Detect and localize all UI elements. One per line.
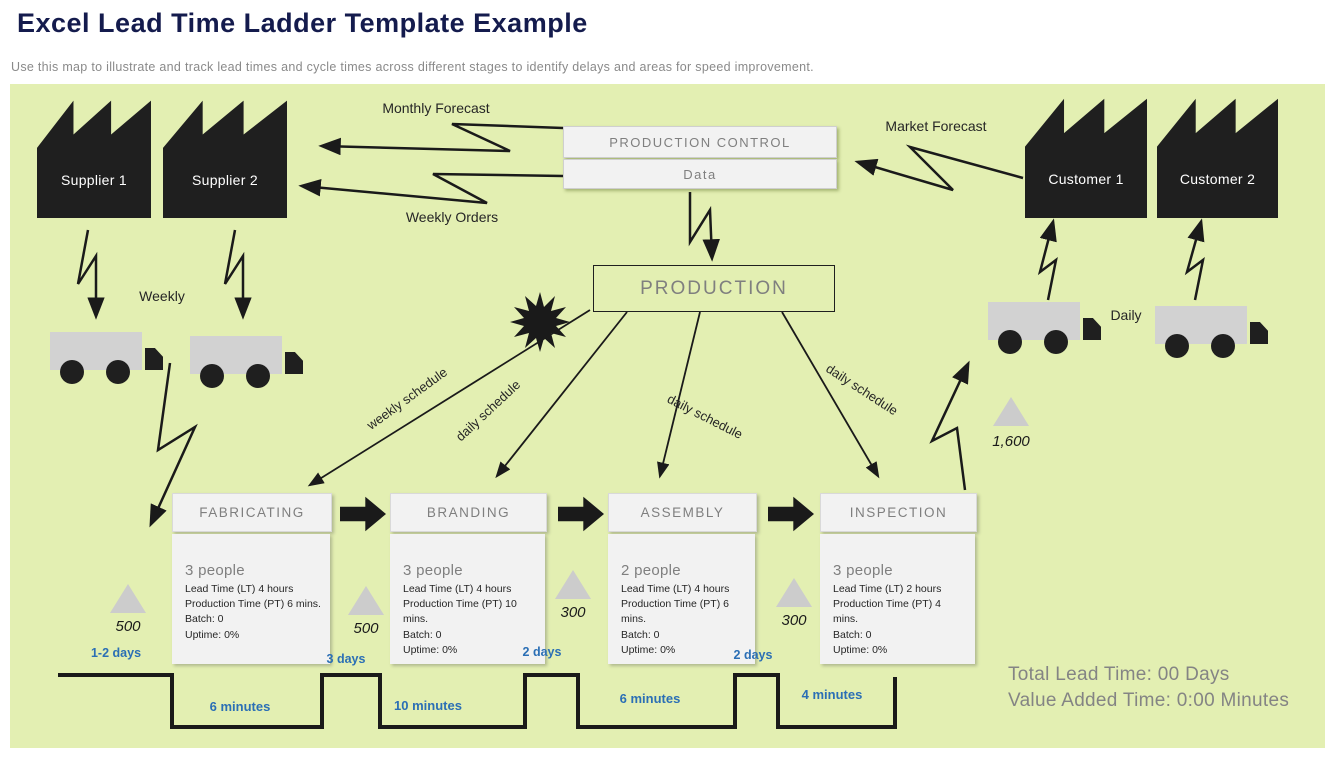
daily-shipment-label: Daily xyxy=(1110,307,1142,323)
monthly-forecast-arrow xyxy=(318,122,564,156)
daily-schedule-line-2 xyxy=(657,311,701,479)
truck-wheel xyxy=(1044,330,1068,354)
process-detail-branding: 3 people Lead Time (LT) 4 hours Producti… xyxy=(390,534,545,664)
supplier-truck-2-icon xyxy=(190,336,320,388)
process-uptime: Uptime: 0% xyxy=(185,628,240,641)
lead-time-label: 3 days xyxy=(326,652,366,666)
production-control-data-box: Data xyxy=(563,159,837,189)
truck-wheel xyxy=(246,364,270,388)
process-name: FABRICATING xyxy=(199,505,305,520)
process-uptime: Uptime: 0% xyxy=(403,643,458,656)
process-lead-time: Lead Time (LT) 2 hours xyxy=(833,583,942,595)
lead-time-label: 2 days xyxy=(733,648,773,662)
process-detail-fabricating: 3 people Lead Time (LT) 4 hours Producti… xyxy=(172,534,330,664)
market-forecast-label: Market Forecast xyxy=(885,118,987,134)
value-stream-map: Supplier 1 Supplier 2 Customer 1 Custome… xyxy=(10,84,1325,748)
process-batch: Batch: 0 xyxy=(833,628,872,641)
lead-time-label: 1-2 days xyxy=(90,646,142,660)
production-box: PRODUCTION xyxy=(593,265,835,312)
production-control-label: PRODUCTION CONTROL xyxy=(609,134,791,150)
customer-2-label: Customer 2 xyxy=(1179,171,1256,188)
process-uptime: Uptime: 0% xyxy=(621,643,676,656)
truck-to-customer1-arrow xyxy=(1037,218,1058,301)
inventory-value: 300 xyxy=(781,612,807,629)
customer-truck-1-icon xyxy=(988,302,1118,354)
kaizen-burst-icon xyxy=(510,292,570,352)
supplier1-shipment-arrow xyxy=(76,229,105,320)
connector-layer xyxy=(58,122,1205,729)
process-name: INSPECTION xyxy=(849,505,948,520)
process-batch: Batch: 0 xyxy=(185,613,224,626)
inspection-to-truck-arrow xyxy=(929,360,970,491)
truck-wheel xyxy=(106,360,130,384)
truck-wheel xyxy=(200,364,224,388)
inventory-value: 1,600 xyxy=(992,433,1030,450)
customer-1-label: Customer 1 xyxy=(1048,171,1124,188)
process-production-time: Production Time (PT) 10 mins. xyxy=(403,598,517,626)
process-people: 3 people xyxy=(403,562,463,579)
daily-schedule-line-3 xyxy=(781,311,880,479)
process-header-assembly: ASSEMBLY xyxy=(608,493,757,532)
truck-cab xyxy=(1083,318,1101,340)
data-label: Data xyxy=(683,166,717,182)
process-batch: Batch: 0 xyxy=(621,628,660,641)
timeline-totals: Total Lead Time: 00 Days Value Added Tim… xyxy=(1008,662,1289,714)
truck-wheel xyxy=(998,330,1022,354)
process-header-inspection: INSPECTION xyxy=(820,493,977,532)
process-uptime: Uptime: 0% xyxy=(833,643,888,656)
market-forecast-arrow xyxy=(854,144,1024,192)
truck-to-customer2-arrow xyxy=(1184,218,1205,301)
lead-time-label: 2 days xyxy=(522,645,562,659)
page-subtitle: Use this map to illustrate and track lea… xyxy=(11,60,814,74)
daily-schedule-line-1 xyxy=(495,311,628,479)
truck-cab xyxy=(1250,322,1268,344)
supplier-2-label: Supplier 2 xyxy=(191,172,259,189)
process-lead-time: Lead Time (LT) 4 hours xyxy=(621,583,730,595)
process-header-fabricating: FABRICATING xyxy=(172,493,332,532)
truck-wheel xyxy=(1165,334,1189,358)
supplier-1-label: Supplier 1 xyxy=(60,172,128,189)
supplier2-shipment-arrow xyxy=(223,229,252,320)
process-detail-inspection: 3 people Lead Time (LT) 2 hours Producti… xyxy=(820,534,975,664)
value-added-time: Value Added Time: 0:00 Minutes xyxy=(1008,690,1290,712)
production-control-box: PRODUCTION CONTROL xyxy=(563,126,837,158)
cycle-time-label: 6 minutes xyxy=(619,691,681,706)
weekly-shipment-label: Weekly xyxy=(139,288,185,304)
process-name: ASSEMBLY xyxy=(640,505,725,520)
process-production-time: Production Time (PT) 6 mins. xyxy=(185,598,321,611)
cycle-time-label: 6 minutes xyxy=(209,699,271,714)
process-header-branding: BRANDING xyxy=(390,493,547,532)
process-detail-assembly: 2 people Lead Time (LT) 4 hours Producti… xyxy=(608,534,755,664)
total-lead-time: Total Lead Time: 00 Days xyxy=(1008,664,1230,685)
inventory-value: 300 xyxy=(560,604,586,621)
process-people: 3 people xyxy=(185,562,245,579)
production-label: PRODUCTION xyxy=(640,277,788,299)
process-people: 2 people xyxy=(621,562,681,579)
truck-cab xyxy=(145,348,163,370)
data-to-production-arrow xyxy=(688,192,720,262)
page-title: Excel Lead Time Ladder Template Example xyxy=(17,8,588,38)
cycle-time-label: 10 minutes xyxy=(394,698,462,713)
process-batch: Batch: 0 xyxy=(403,628,442,641)
process-name: BRANDING xyxy=(426,505,511,520)
truck-cab xyxy=(285,352,303,374)
truck-wheel xyxy=(1211,334,1235,358)
weekly-orders-arrow xyxy=(298,172,564,205)
cycle-time-label: 4 minutes xyxy=(801,687,863,702)
truck-to-fabricating-arrow xyxy=(149,362,198,528)
process-lead-time: Lead Time (LT) 4 hours xyxy=(403,583,512,595)
process-production-time: Production Time (PT) 6 mins. xyxy=(621,598,729,626)
supplier-truck-1-icon xyxy=(50,332,180,384)
lead-time-ladder-line xyxy=(58,673,897,729)
monthly-forecast-label: Monthly Forecast xyxy=(382,100,490,116)
inventory-value: 500 xyxy=(353,620,379,637)
truck-wheel xyxy=(60,360,84,384)
weekly-orders-label: Weekly Orders xyxy=(405,209,499,225)
inventory-value: 500 xyxy=(115,618,141,635)
process-lead-time: Lead Time (LT) 4 hours xyxy=(185,583,294,595)
process-production-time: Production Time (PT) 4 mins. xyxy=(833,598,941,626)
process-people: 3 people xyxy=(833,562,893,579)
customer-truck-2-icon xyxy=(1155,306,1285,358)
